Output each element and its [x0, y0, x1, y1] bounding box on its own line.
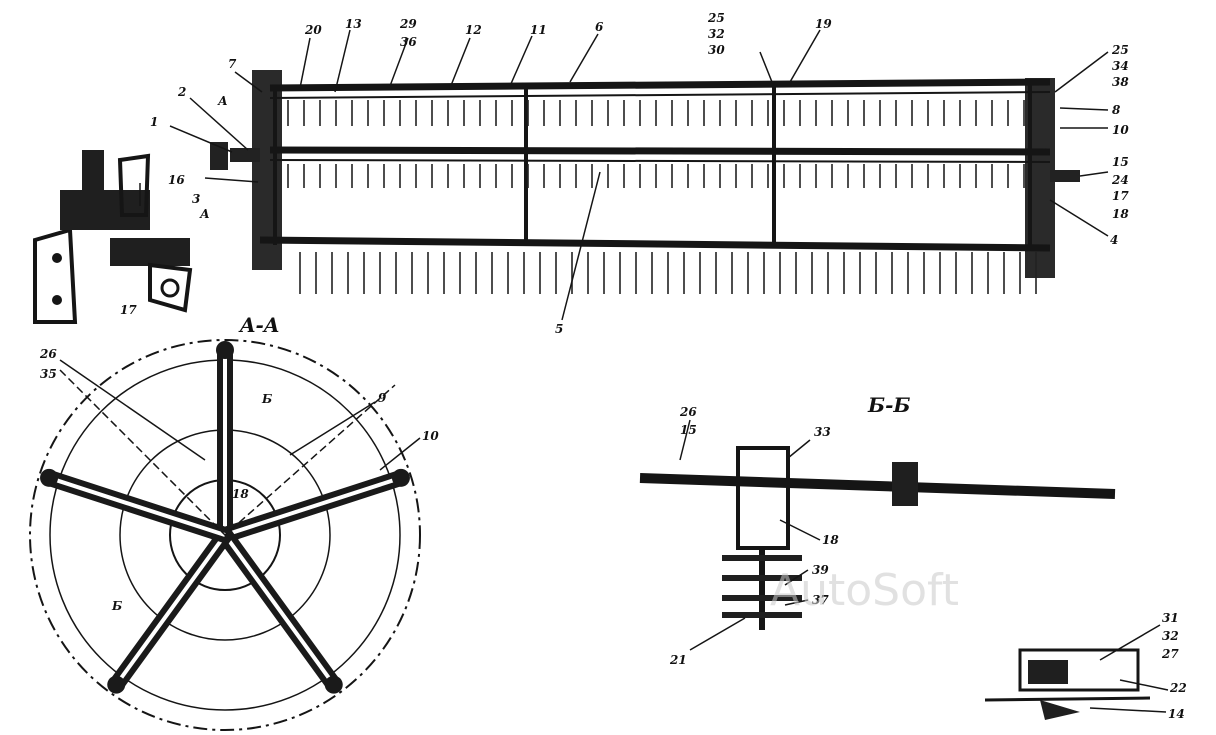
section-mark-a-top: А: [217, 94, 228, 108]
spoke-end-bolt: [324, 675, 343, 694]
top-batten: [269, 78, 1051, 92]
section-aa-wheel: [29, 339, 421, 731]
callout-9-aa: 9: [378, 391, 387, 405]
callout-33-bb: 33: [814, 425, 831, 439]
callout-17-b: 17: [1112, 189, 1129, 203]
spoke-highlight: [114, 533, 227, 686]
reel-tines: [287, 100, 1037, 294]
outer-path-circle: [29, 339, 421, 731]
watermark: AutoSoft: [770, 565, 959, 616]
callout-7: 7: [228, 57, 237, 71]
section-aa-title: A-A: [238, 313, 279, 337]
callout-19: 19: [815, 17, 832, 31]
section-mark-a-bottom: А: [199, 207, 210, 221]
callout-5: 5: [555, 322, 563, 336]
spoke-end-bolt: [216, 341, 234, 359]
callout-11: 11: [530, 23, 547, 37]
section-bb-title: Б-Б: [867, 393, 910, 417]
spoke-end-bolt: [107, 675, 126, 694]
callout-12: 12: [465, 23, 482, 37]
top-batten-edge: [269, 91, 1051, 99]
callout-30: 25: [707, 11, 725, 25]
callout-20: 20: [304, 23, 322, 37]
callout-1: 1: [150, 115, 158, 129]
callout-2: 2: [177, 85, 186, 99]
section-lines: [59, 369, 396, 537]
callout-25: 25: [1111, 43, 1129, 57]
callout-4: 4: [1110, 233, 1118, 247]
callout-29: 29: [399, 17, 417, 31]
callout-37-bb: 37: [812, 593, 829, 607]
wheel-spokes: [40, 341, 410, 694]
callout-26-bb: 26: [679, 405, 697, 419]
callout-34: 34: [1112, 59, 1129, 73]
section-bb-detail: [639, 446, 1116, 630]
callout-36: 36: [400, 35, 417, 49]
callout-3: 3: [192, 192, 200, 206]
callout-15-bb: 15: [680, 423, 697, 437]
callout-35-aa: 35: [40, 367, 57, 381]
middle-batten-edge: [269, 159, 1051, 163]
section-mark-b-top: Б: [261, 392, 272, 406]
callout-32: 32: [708, 27, 725, 41]
bb-shaft: [639, 473, 1116, 499]
callout-39-bb: 39: [812, 563, 829, 577]
left-shaft-stub: [230, 148, 260, 162]
section-mark-b-bottom: Б: [111, 599, 122, 613]
callout-15: 15: [1112, 155, 1129, 169]
callout-18: 18: [1112, 207, 1129, 221]
callout-24: 24: [1111, 173, 1129, 187]
callout-10-aa: 10: [422, 429, 439, 443]
callout-18-bb: 18: [822, 533, 839, 547]
callout-32-c: 32: [1162, 629, 1179, 643]
callout-22: 22: [1169, 681, 1187, 695]
spoke-end-bolt: [40, 468, 59, 487]
callout-21-bb: 21: [669, 653, 687, 667]
callout-26-aa: 26: [39, 347, 57, 361]
drive-bracket: [33, 150, 193, 324]
callout-8: 8: [1112, 103, 1121, 117]
callout-16: 16: [168, 173, 185, 187]
callout-17: 17: [120, 303, 137, 317]
leader-lines: [59, 29, 1169, 713]
reel-side-view: [33, 70, 1080, 324]
callout-31: 31: [1162, 611, 1179, 625]
bb-washers: [722, 555, 802, 618]
bottom-batten: [259, 236, 1051, 252]
spoke-highlight: [223, 533, 336, 686]
callout-38: 38: [1112, 75, 1129, 89]
callout-14: 14: [1168, 707, 1185, 721]
bb-bearing-housing: [736, 446, 790, 550]
callout-13: 13: [345, 17, 362, 31]
corner-detail: [984, 648, 1151, 720]
callout-10: 10: [1112, 123, 1129, 137]
bb-coupling: [892, 462, 918, 506]
spoke-end-bolt: [391, 468, 410, 487]
right-shaft-stub: [1050, 170, 1080, 182]
spoke-highlight: [224, 475, 402, 537]
callout-27: 27: [1161, 647, 1179, 661]
callout-18-aa: 18: [232, 487, 249, 501]
spoke-highlight: [48, 475, 226, 537]
callout-6: 6: [595, 20, 604, 34]
middle-batten: [269, 146, 1051, 156]
callout-30-b: 30: [708, 43, 725, 57]
